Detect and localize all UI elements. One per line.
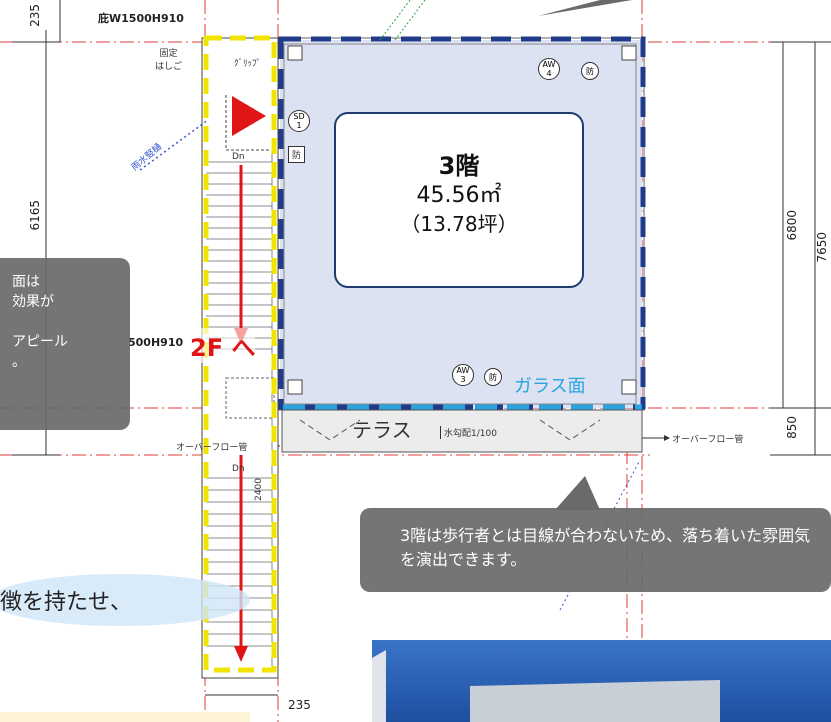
bou-marker-top: 防 (581, 62, 599, 80)
terrace-label: テラス (352, 418, 412, 442)
bou-marker-sd: 防 (288, 146, 306, 163)
dim-bottom: 235 (288, 698, 311, 712)
window-mid-label: 500H910 (128, 336, 184, 349)
bottom-text: 徴を持たせ、 (0, 590, 133, 615)
terrace-slope: 水勾配1/100 (440, 426, 497, 439)
dim-left-height: 6165 (28, 200, 42, 231)
ladder-label: 固定 はしご (155, 49, 183, 72)
room-area: 45.56㎡ (416, 183, 502, 208)
dim-stair-height: 2400 (254, 478, 264, 501)
dim-top-left: 235 (28, 4, 42, 27)
stair-dn-lower: Dn (232, 464, 245, 474)
terrace-area (281, 409, 643, 453)
overflow-left: オーバーフロー管 (176, 443, 248, 453)
red-direction-triangle (232, 96, 266, 136)
dim-right-outer: 7650 (815, 232, 829, 263)
stair-dn-upper: Dn (232, 152, 245, 162)
stair-up-label: 2F へ (190, 328, 256, 363)
room-tsubo: （13.78坪） (400, 212, 518, 236)
glass-label: ガラス面 (514, 376, 586, 397)
left-callout: 面は 効果が アピール 。 (0, 258, 130, 430)
room-label-box: 3階 45.56㎡ （13.78坪） (334, 112, 584, 288)
overflow-right: オーバーフロー管 (672, 435, 744, 445)
right-callout: 3階は歩行者とは目線が合わないため、落ち着いた雰囲気を演出できます。 (360, 508, 831, 592)
dim-right-bottom: 850 (785, 416, 799, 439)
bou-marker-bottom: 防 (484, 368, 502, 386)
dim-right-inner: 6800 (785, 210, 799, 241)
room-name: 3階 (438, 152, 480, 180)
grip-label: ｸﾞﾘｯﾌﾟ (234, 59, 262, 69)
window-top-label: 庇W1500H910 (98, 12, 184, 25)
